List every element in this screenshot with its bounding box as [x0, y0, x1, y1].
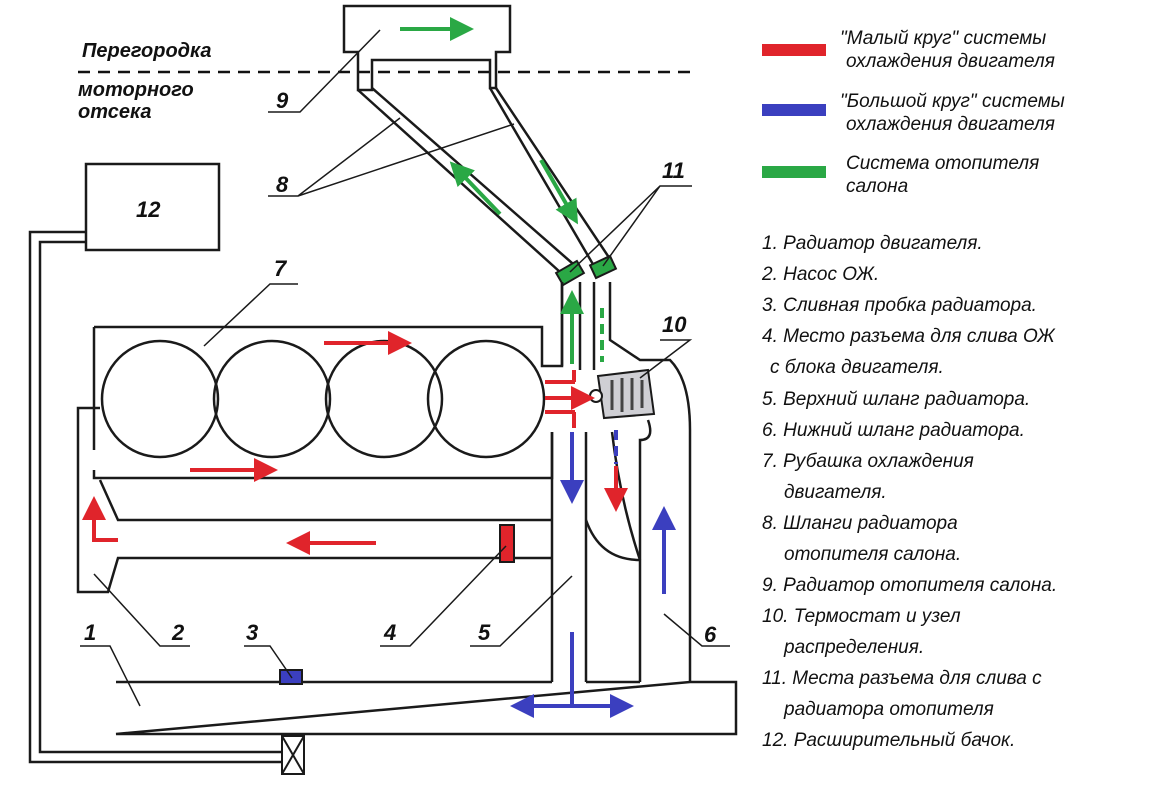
- heater-circuit-arrow: [539, 159, 578, 225]
- callout-leader-3: [244, 645, 293, 679]
- tank-line-valve: [281, 735, 305, 775]
- callout-leader-11: [569, 185, 692, 273]
- callout-4: 4: [384, 620, 397, 645]
- expansion-tank: [84, 162, 221, 252]
- part-12: 12. Расширительный бачок.: [762, 730, 1016, 751]
- part-9: 9. Радиатор отопителя салона.: [762, 575, 1058, 596]
- water-pump-housing: [76, 406, 500, 594]
- part-4: 4. Место разъема для слива ОЖ: [762, 326, 1055, 347]
- cylinder-4: [426, 339, 546, 459]
- legend-small-circuit-line2: охлаждения двигателя: [846, 51, 1055, 72]
- expansion-tank-line: [28, 230, 282, 764]
- legend-swatch-small-circuit: [762, 44, 826, 56]
- legend-heater-line1: Система отопителя: [846, 153, 1040, 174]
- legend-swatch-large-circuit: [762, 104, 826, 116]
- heater-radiator: [342, 4, 512, 92]
- engine-cooling-jacket: [94, 282, 564, 368]
- partition-label-line1: Перегородка: [82, 40, 212, 62]
- part-11-cont: радиатора отопителя: [784, 699, 994, 720]
- callout-leader-5: [470, 575, 573, 647]
- cylinder-2: [212, 339, 332, 459]
- part-1: 1. Радиатор двигателя.: [762, 233, 983, 254]
- callout-leader-4: [380, 545, 507, 647]
- part-8: 8. Шланги радиатора: [762, 513, 958, 534]
- part-3: 3. Сливная пробка радиатора.: [762, 295, 1037, 316]
- part-11: 11. Места разъема для слива с: [762, 668, 1042, 689]
- legend-large-circuit-line2: охлаждения двигателя: [846, 114, 1055, 135]
- callout-8: 8: [276, 172, 289, 197]
- callout-2: 2: [172, 620, 185, 645]
- part-10-cont: распределения.: [784, 637, 925, 658]
- callout-11: 11: [662, 158, 685, 183]
- thermostat: [589, 368, 656, 420]
- heater-hoses: [357, 87, 614, 273]
- heater-drain-coupling-right: [588, 254, 618, 280]
- callout-7: 7: [274, 256, 287, 281]
- cylinder-3: [324, 339, 444, 459]
- partition-label-line2: моторного: [78, 79, 194, 101]
- callout-leader-2: [93, 573, 190, 647]
- callout-leader-8: [268, 117, 515, 197]
- callout-3: 3: [246, 620, 259, 645]
- callout-5: 5: [478, 620, 491, 645]
- legend-swatch-heater: [762, 166, 826, 178]
- part-7: 7. Рубашка охлаждения: [762, 451, 974, 472]
- cylinder-1: [100, 339, 220, 459]
- callout-9: 9: [276, 88, 289, 113]
- partition-label-line3: отсека: [78, 101, 152, 123]
- callout-leader-9: [268, 29, 381, 113]
- part-4-cont: с блока двигателя.: [770, 357, 944, 378]
- callout-leader-7: [203, 283, 298, 347]
- legend-heater-line2: салона: [846, 176, 909, 197]
- part-8-cont: отопителя салона.: [784, 544, 962, 565]
- callout-leader-10: [639, 339, 693, 379]
- legend-small-circuit-line1: "Малый круг" системы: [840, 28, 1047, 49]
- heater-drain-coupling-left: [554, 259, 586, 287]
- upper-radiator-hose: [550, 432, 588, 682]
- heater-circuit-arrow: [449, 161, 502, 216]
- part-5: 5. Верхний шланг радиатора.: [762, 389, 1031, 410]
- small-circuit-arrow: [82, 496, 118, 542]
- block-drain-connection: [499, 524, 515, 563]
- part-2: 2. Насос ОЖ.: [762, 264, 880, 285]
- callout-10: 10: [662, 312, 687, 337]
- legend-large-circuit-line1: "Большой круг" системы: [840, 91, 1065, 112]
- part-6: 6. Нижний шланг радиатора.: [762, 420, 1025, 441]
- part-10: 10. Термостат и узел: [762, 606, 961, 627]
- callout-1: 1: [84, 620, 97, 645]
- callout-6: 6: [704, 622, 717, 647]
- callout-leader-1: [80, 645, 141, 707]
- part-7-cont: двигателя.: [784, 482, 887, 503]
- callout-12: 12: [136, 197, 161, 222]
- callout-leader-6: [663, 613, 730, 647]
- engine-radiator: [115, 680, 738, 736]
